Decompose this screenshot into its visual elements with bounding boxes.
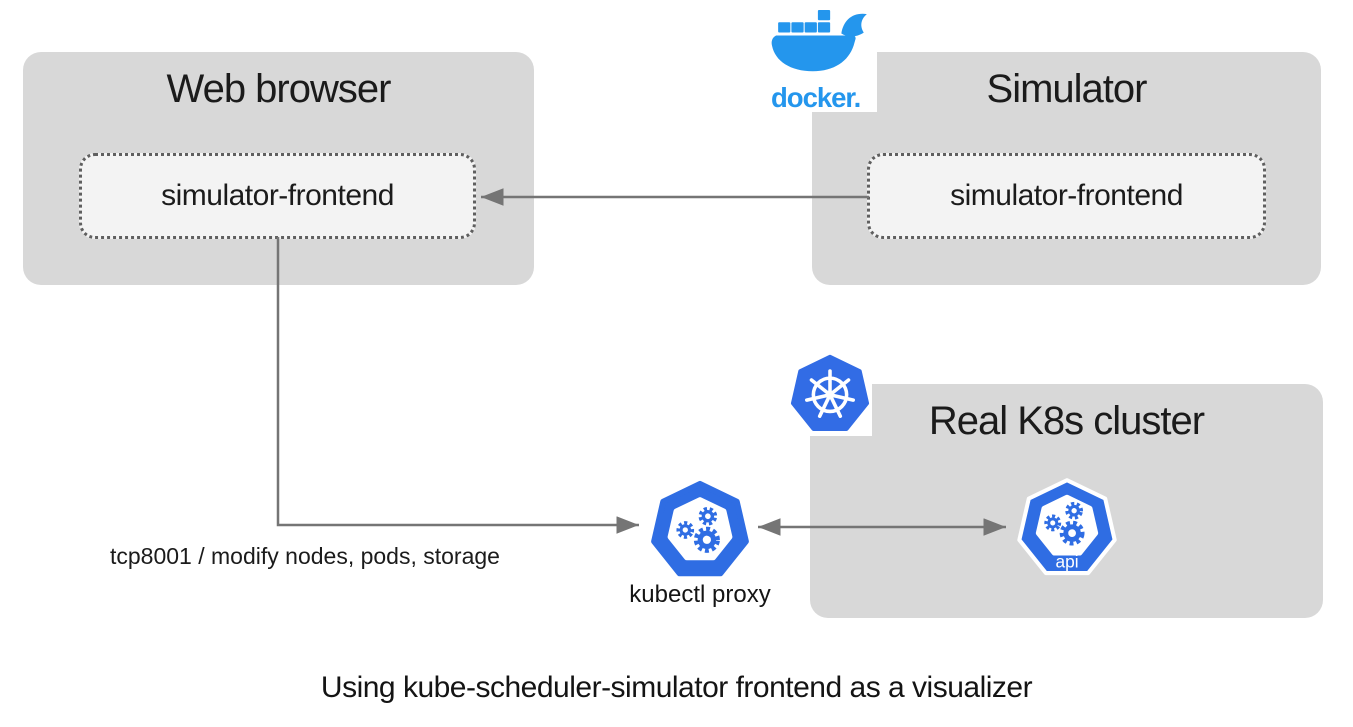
diagram-caption: Using kube-scheduler-simulator frontend … (320, 671, 1033, 704)
docker-wordmark: docker. (771, 82, 860, 112)
browser-simulator-frontend-label: simulator-frontend (161, 179, 394, 212)
arrow-browser-to-kubectl-proxy (276, 237, 639, 534)
api-label: api (1055, 552, 1078, 572)
kube-apiserver-icon: api (1012, 472, 1122, 582)
real-k8s-cluster-title: Real K8s cluster (928, 399, 1205, 443)
docker-logo-icon: docker. (769, 8, 877, 113)
simulator-title: Simulator (986, 67, 1148, 111)
simulator-frontend-box: simulator-frontend (867, 153, 1266, 239)
simulator-group-box: Simulator simulator-frontend (812, 52, 1321, 285)
kubernetes-logo-icon (788, 352, 872, 436)
kubectl-proxy-label: kubectl proxy (629, 581, 771, 608)
web-browser-title: Web browser (166, 67, 392, 111)
tcp-edge-label: tcp8001 / modify nodes, pods, storage (110, 543, 500, 569)
simulator-frontend-label: simulator-frontend (950, 179, 1183, 212)
kubectl-proxy-icon (647, 476, 753, 582)
